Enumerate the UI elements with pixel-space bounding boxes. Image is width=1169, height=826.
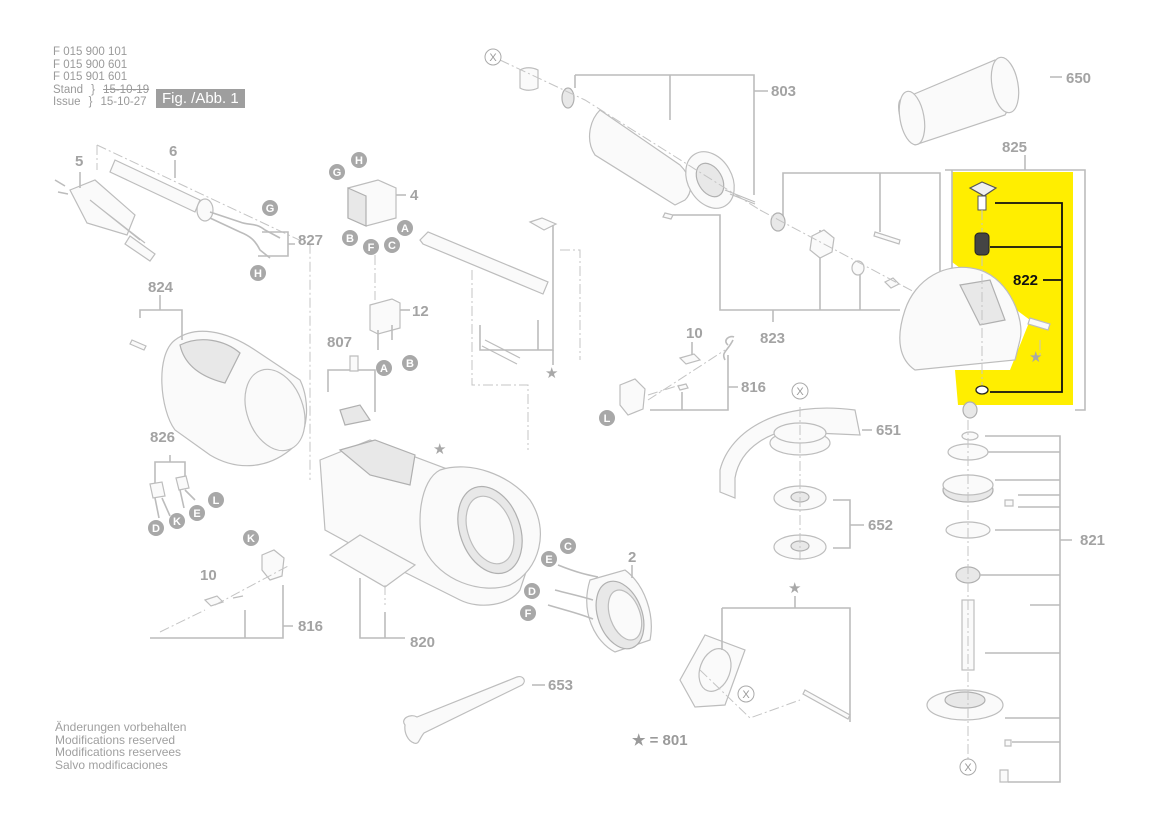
switch-4 [347, 179, 397, 227]
label-820: 820 [410, 634, 435, 651]
label-10-left: 10 [200, 567, 217, 584]
issue-label: Issue [53, 96, 81, 108]
label-5: 5 [75, 153, 83, 170]
power-cord [109, 159, 281, 259]
label-807: 807 [327, 334, 352, 351]
connector-f: F [525, 608, 532, 620]
x-marker: X [796, 386, 804, 398]
x-markers: X X X X [484, 48, 977, 776]
connector-c: C [388, 240, 396, 252]
label-650: 650 [1066, 70, 1091, 87]
connector-markers: G H G H A B C F A B D K E L K L C E D F [148, 152, 615, 621]
label-10-right: 10 [686, 325, 703, 342]
label-823: 823 [760, 330, 785, 347]
x-marker: X [964, 762, 972, 774]
figure-badge: Fig. /Abb. 1 [156, 89, 245, 108]
label-4: 4 [410, 187, 419, 204]
label-12: 12 [412, 303, 429, 320]
guard-651 [719, 407, 861, 499]
label-803: 803 [771, 83, 796, 100]
connector-a: A [380, 363, 388, 375]
note-es: Salvo modificaciones [55, 757, 168, 772]
label-653: 653 [548, 677, 573, 694]
x-marker: X [489, 52, 497, 64]
connector-l: L [213, 495, 220, 507]
x-marker: X [742, 689, 750, 701]
connector-k: K [173, 516, 181, 528]
label-821: 821 [1080, 532, 1105, 549]
motor-housing-824 [161, 330, 308, 467]
star-markers: ★ ★ ★ ★ [433, 348, 1042, 597]
handle-650 [898, 56, 1020, 146]
connector-d: D [528, 586, 536, 598]
connector-h: H [254, 268, 262, 280]
label-6: 6 [169, 143, 177, 160]
star-icon: ★ [545, 364, 558, 382]
label-652: 652 [868, 517, 893, 534]
label-824: 824 [148, 279, 174, 296]
connector-k: K [247, 533, 255, 545]
note-fr: Modifications reservees [55, 745, 182, 759]
label-826: 826 [150, 429, 175, 446]
gear-housing-825 [899, 266, 1022, 371]
connector-b: B [346, 233, 354, 245]
part-number: F 015 900 601 [53, 58, 128, 71]
stand-label: Stand [53, 83, 84, 96]
star-icon: ★ [433, 440, 446, 458]
note-en: Modifications reserved [55, 732, 176, 747]
connector-e: E [545, 554, 552, 566]
label-651: 651 [876, 422, 901, 439]
part-number: F 015 901 601 [53, 71, 128, 83]
connector-g: G [333, 167, 342, 179]
label-825: 825 [1002, 139, 1027, 156]
connector-h: H [355, 155, 363, 167]
connector-b: B [406, 358, 414, 370]
armature-803 [519, 67, 756, 209]
stand-date: 15-10-19 [103, 83, 150, 96]
document-header: F 015 900 101 F 015 900 601 F 015 901 60… [53, 46, 150, 108]
star-legend: ★ = 801 [632, 732, 688, 749]
label-816-right: 816 [741, 379, 766, 396]
power-cord-plug [54, 179, 156, 262]
star-icon: ★ [1029, 348, 1042, 366]
label-816-left: 816 [298, 618, 323, 635]
note-de: Änderungen vorbehalten [55, 720, 187, 734]
issue-date: 15-10-27 [100, 96, 147, 108]
connector-c: C [564, 541, 572, 553]
stator-2 [586, 569, 652, 653]
connector-e: E [193, 508, 200, 520]
star-icon: ★ [788, 579, 801, 597]
part-number: F 015 900 101 [53, 46, 128, 58]
main-housing [319, 439, 541, 606]
label-2: 2 [628, 549, 636, 566]
connector-l: L [604, 413, 611, 425]
connector-g: G [266, 203, 275, 215]
label-827: 827 [298, 232, 323, 249]
connector-a: A [401, 223, 409, 235]
connector-f: F [368, 242, 375, 254]
connector-d: D [152, 523, 160, 535]
modification-notes: Änderungen vorbehalten Modifications res… [55, 721, 186, 771]
label-822: 822 [1013, 272, 1038, 289]
